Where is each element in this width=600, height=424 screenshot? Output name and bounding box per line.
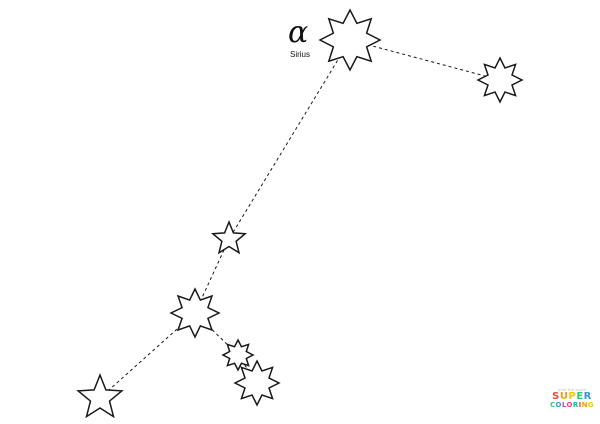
middle-cluster-star-icon [169, 287, 221, 339]
lower-cluster-star-icon [233, 359, 281, 407]
logo-tagline: print the world [557, 387, 587, 392]
sirius-icon [318, 8, 382, 72]
super-coloring-logo: print the world SUPER COLORING [549, 388, 595, 409]
alpha-label: α [288, 15, 309, 50]
logo-line-2: COLORING [549, 401, 595, 409]
logo-line-1: SUPER [552, 391, 592, 402]
right-star-icon [476, 56, 524, 104]
connection-sirius-to-right-star [349, 39, 501, 81]
upper-middle-star-icon [210, 219, 248, 255]
sirius-label: Sirius [290, 50, 311, 59]
connection-sirius-to-upper-middle-star [228, 39, 351, 240]
small-lower-star-icon [221, 338, 255, 372]
bottom-left-star-icon [76, 372, 124, 419]
stars-group [76, 8, 524, 419]
connection-lines [99, 39, 501, 399]
